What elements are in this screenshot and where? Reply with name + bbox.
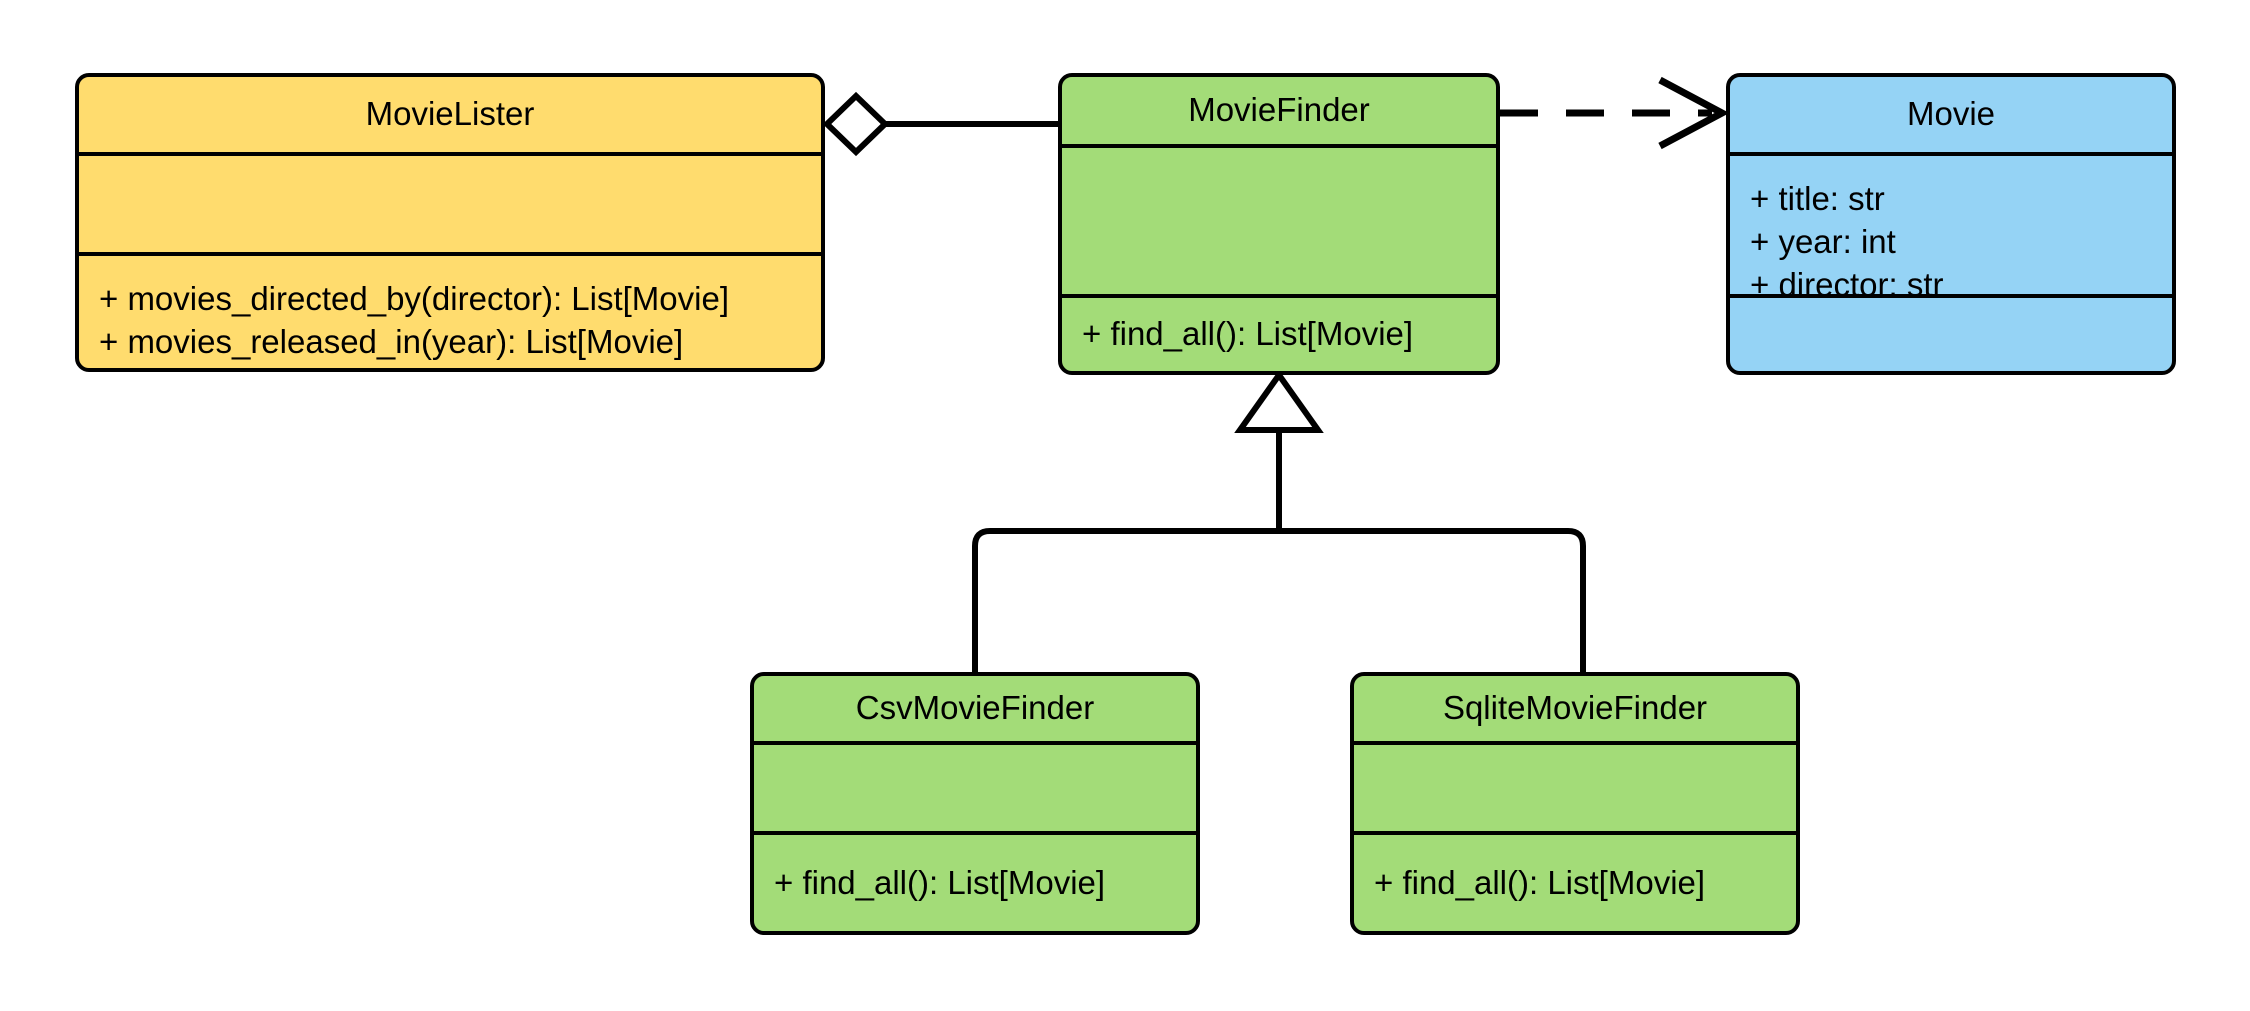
class-name-compartment: SqliteMovieFinder: [1354, 676, 1796, 741]
methods-compartment: [1730, 294, 2172, 371]
methods-compartment: + find_all(): List[Movie]: [1354, 831, 1796, 931]
method-item: + find_all(): List[Movie]: [1374, 863, 1706, 901]
generalization-branch-sqlite: [1279, 528, 1586, 672]
attributes-compartment: [1062, 144, 1496, 294]
attributes-compartment: [754, 741, 1196, 831]
methods-compartment: + movies_directed_by(director): List[Mov…: [79, 252, 821, 368]
class-box-movie-finder[interactable]: MovieFinder + find_all(): List[Movie]: [1058, 73, 1500, 375]
generalization-tree-edge[interactable]: [972, 369, 1586, 672]
attributes-compartment: [1354, 741, 1796, 831]
attribute-item: + title: str: [1750, 180, 1885, 217]
class-title-csv-movie-finder: CsvMovieFinder: [855, 689, 1095, 727]
class-box-movie-lister[interactable]: MovieLister + movies_directed_by(directo…: [75, 73, 825, 372]
class-name-compartment: CsvMovieFinder: [754, 676, 1196, 741]
generalization-branch-csv: [972, 528, 1279, 672]
class-name-compartment: Movie: [1730, 77, 2172, 152]
attributes-compartment: + title: str + year: int + director: str: [1730, 152, 2172, 303]
methods-compartment: + find_all(): List[Movie]: [754, 831, 1196, 931]
hollow-diamond-marker-icon: [822, 91, 890, 157]
class-title-movie-finder: MovieFinder: [1188, 91, 1370, 129]
class-title-movie-lister: MovieLister: [365, 95, 535, 133]
method-item: + find_all(): List[Movie]: [1082, 315, 1414, 353]
aggregation-lister-finder-edge[interactable]: [822, 91, 1058, 157]
attribute-item: + year: int: [1750, 222, 1896, 260]
class-box-movie[interactable]: Movie + title: str + year: int + directo…: [1726, 73, 2176, 375]
class-title-sqlite-movie-finder: SqliteMovieFinder: [1442, 689, 1708, 727]
attributes-compartment: [79, 152, 821, 252]
class-box-sqlite-movie-finder[interactable]: SqliteMovieFinder + find_all(): List[Mov…: [1350, 672, 1800, 935]
class-title-movie: Movie: [1906, 95, 1996, 133]
hollow-triangle-marker-icon: [1234, 369, 1324, 433]
class-box-csv-movie-finder[interactable]: CsvMovieFinder + find_all(): List[Movie]: [750, 672, 1200, 935]
method-item: + find_all(): List[Movie]: [774, 863, 1106, 901]
class-name-compartment: MovieLister: [79, 77, 821, 152]
methods-compartment: + find_all(): List[Movie]: [1062, 294, 1496, 371]
dependency-finder-movie-edge[interactable]: [1500, 76, 1730, 150]
method-item: + movies_directed_by(director): List[Mov…: [99, 280, 729, 317]
class-name-compartment: MovieFinder: [1062, 77, 1496, 144]
open-arrow-marker-icon: [1658, 76, 1730, 150]
method-item: + movies_released_in(year): List[Movie]: [99, 322, 684, 360]
